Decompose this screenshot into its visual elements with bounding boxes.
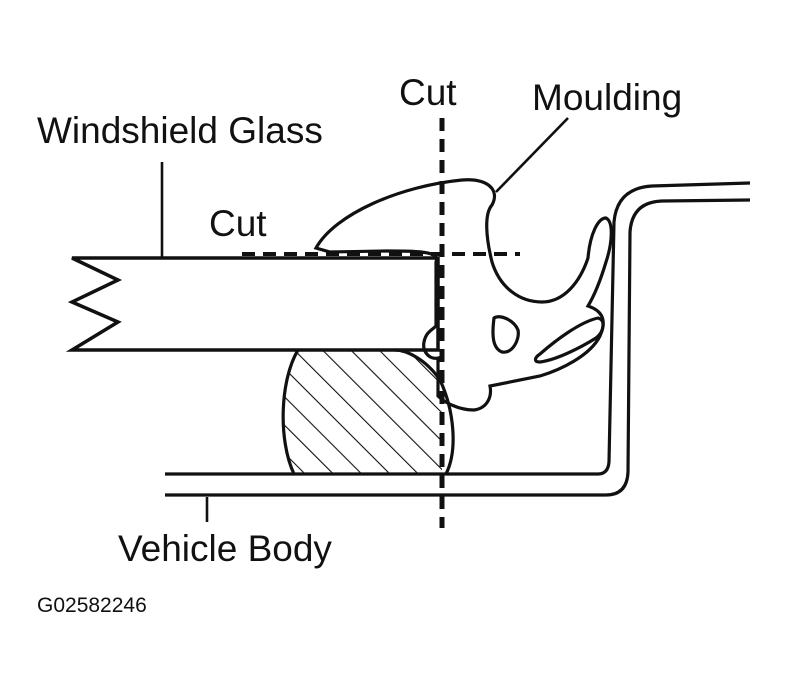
moulding-label: Moulding [532,77,682,118]
urethane-adhesive-bead [281,348,455,475]
windshield-glass-label: Windshield Glass [37,110,323,151]
vehicle-body-label: Vehicle Body [118,528,332,569]
windshield-glass [65,256,440,352]
cut-lines [242,118,520,528]
figure-code: G02582246 [37,594,147,617]
cut-label-horizontal: Cut [209,203,267,244]
cut-label-vertical: Cut [399,72,457,113]
leader-lines [160,117,569,522]
moulding-hollow [491,315,520,354]
vehicle-body-flange [165,181,751,497]
moulding [313,178,613,412]
moulding-lip [533,316,605,364]
moulding-leader [495,117,569,193]
